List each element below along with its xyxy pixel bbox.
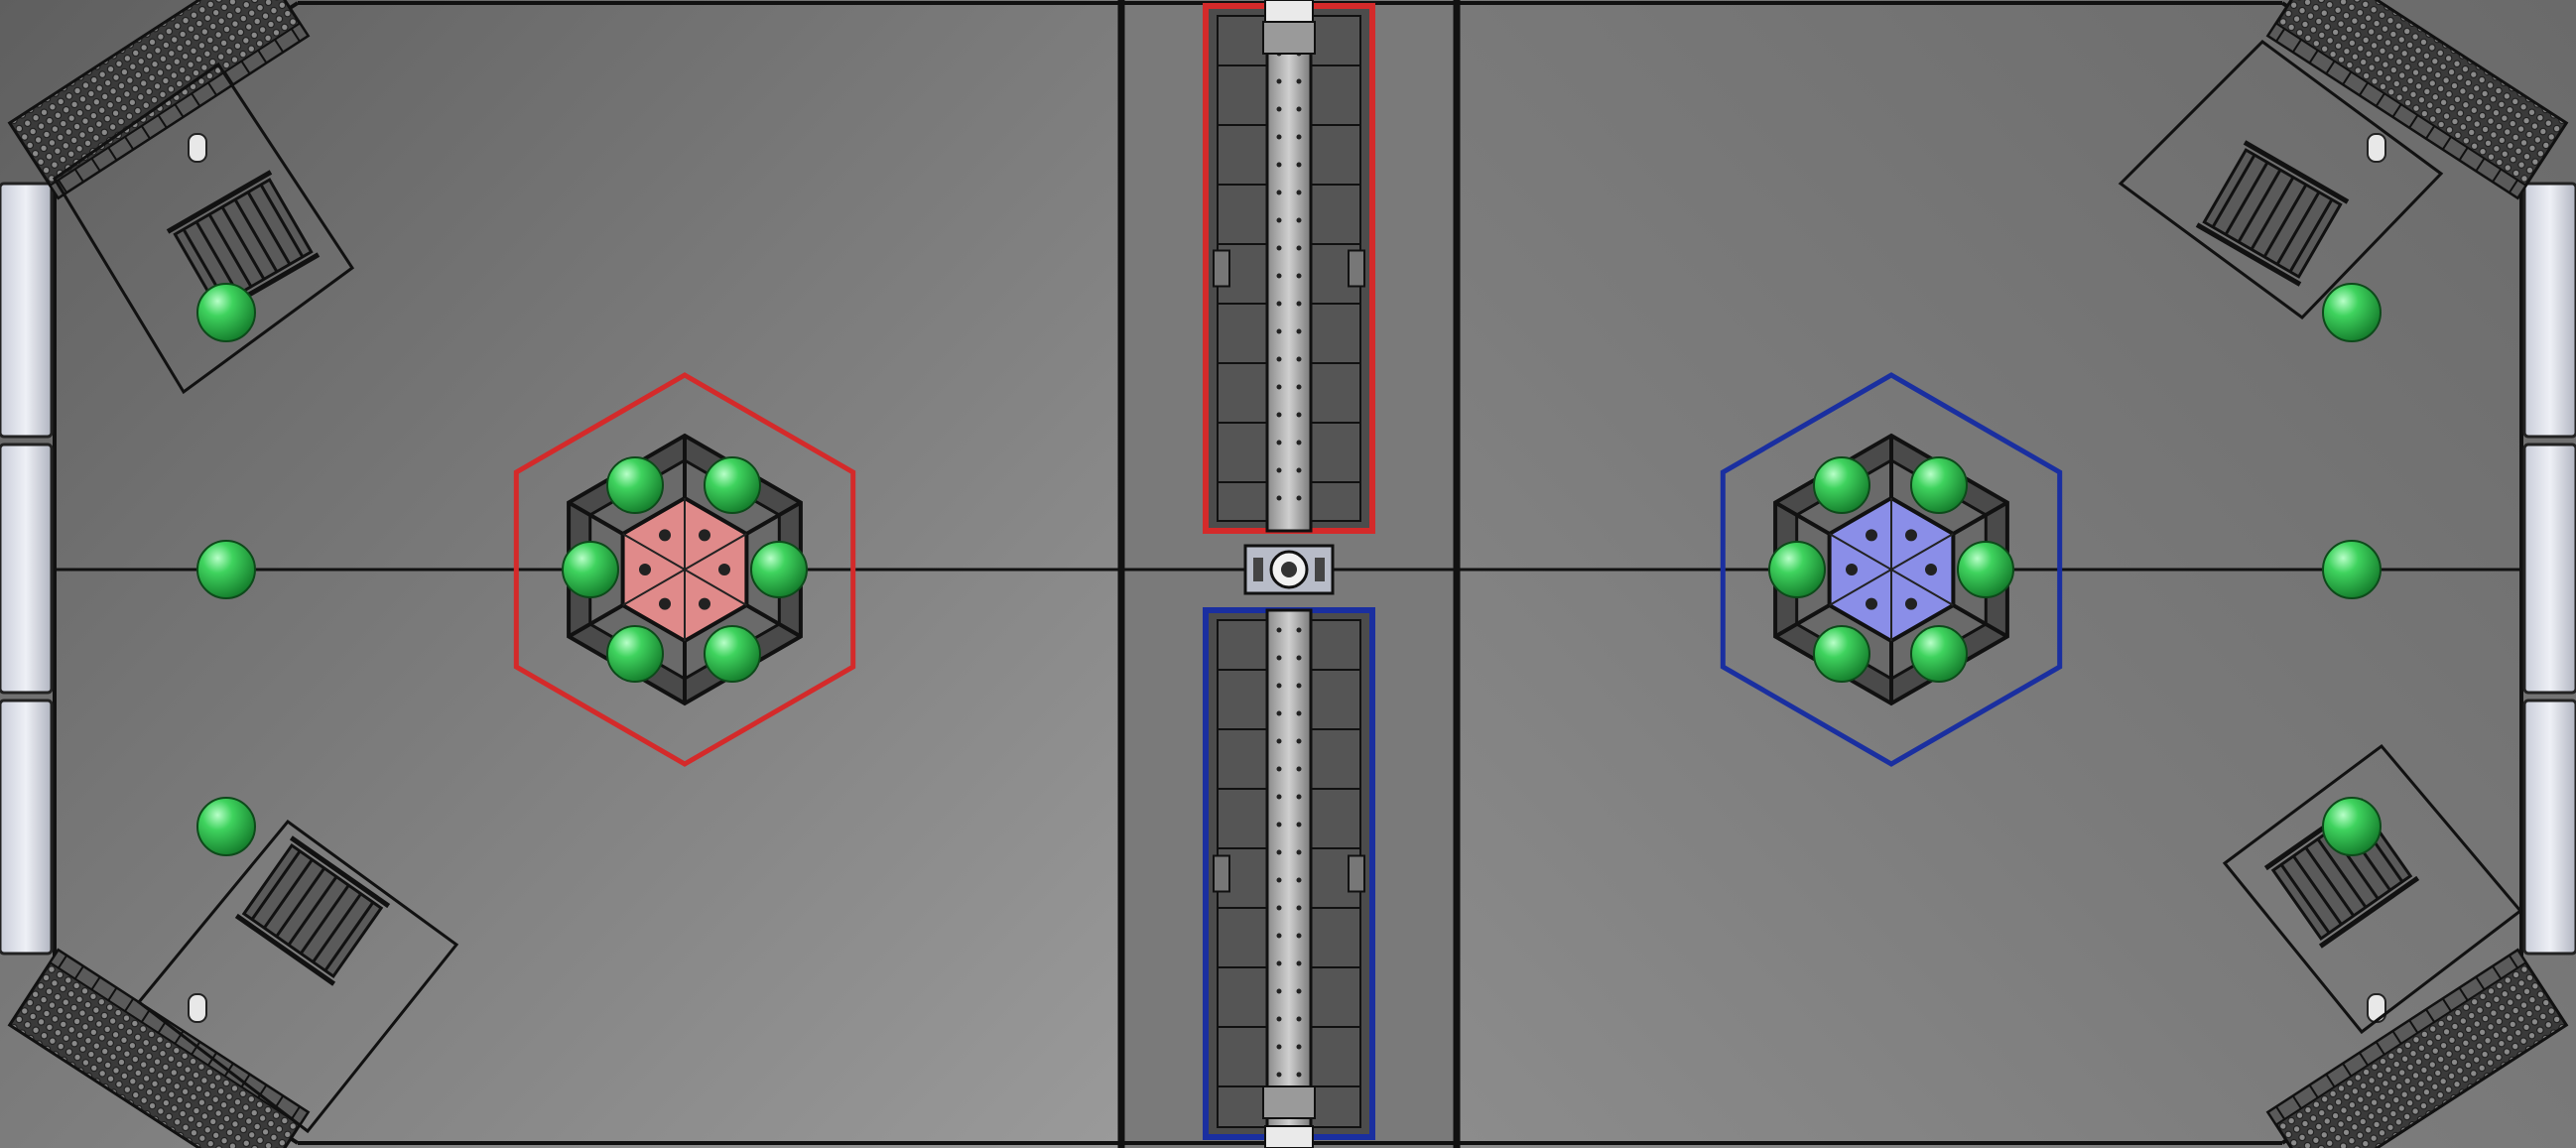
ball-icon[interactable] — [704, 625, 761, 683]
ball-icon[interactable] — [750, 541, 808, 598]
start-tile-bottom-right — [2222, 743, 2523, 1035]
loose-game-balls[interactable] — [196, 283, 2382, 856]
blue-alliance-hub[interactable] — [1720, 372, 2063, 767]
corner-ramp — [2265, 0, 2569, 200]
ball-icon[interactable] — [704, 456, 761, 514]
center-bridge — [1203, 0, 1375, 1148]
start-tile-top-right — [2118, 40, 2444, 319]
ball-icon[interactable] — [196, 540, 256, 599]
red-alliance-hub[interactable] — [513, 372, 856, 767]
ball-icon[interactable] — [1813, 625, 1870, 683]
blue-bridge-half — [1203, 607, 1375, 1140]
left-wall-panels — [0, 182, 54, 956]
corner-ramp — [7, 0, 311, 200]
ball-icon[interactable] — [2322, 797, 2382, 856]
corner-ramps — [7, 0, 2569, 1148]
hub-boundary — [513, 372, 856, 767]
ball-icon[interactable] — [196, 797, 256, 856]
ball-icon[interactable] — [1910, 625, 1968, 683]
ball-icon[interactable] — [1910, 456, 1968, 514]
ball-icon[interactable] — [196, 283, 256, 342]
right-wall-panels — [2522, 182, 2576, 956]
ball-icon[interactable] — [2322, 283, 2382, 342]
ball-icon[interactable] — [562, 541, 619, 598]
robot-icon — [166, 170, 321, 317]
ball-icon[interactable] — [606, 456, 664, 514]
robot-icon — [234, 835, 391, 986]
ball-icon[interactable] — [2322, 540, 2382, 599]
start-tile-top-left — [52, 62, 355, 395]
center-target-icon — [1243, 544, 1335, 595]
ball-icon[interactable] — [606, 625, 664, 683]
ball-icon[interactable] — [1957, 541, 2014, 598]
ball-icon[interactable] — [1813, 456, 1870, 514]
corner-ramp — [2265, 948, 2569, 1148]
ball-icon[interactable] — [1768, 541, 1826, 598]
start-tile-bottom-left — [136, 819, 459, 1134]
hub-boundary — [1720, 372, 2063, 767]
starting-tiles — [52, 40, 2523, 1134]
robot-icon — [2195, 140, 2350, 287]
red-bridge-half — [1203, 3, 1375, 534]
